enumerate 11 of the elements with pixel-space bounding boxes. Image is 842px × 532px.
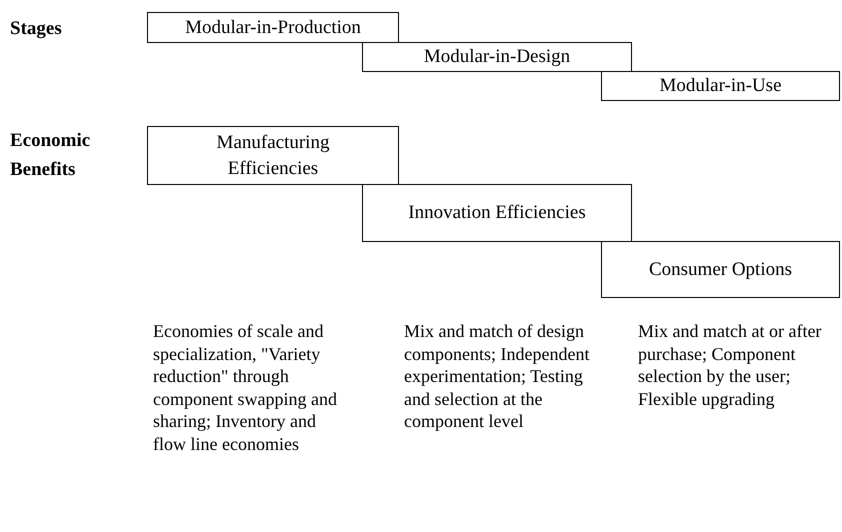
row-heading: Economic Benefits [10,129,92,182]
description-text: Mix and match of design components; Independent experimentation; Testing and selection at the component level [404,320,590,433]
stage-box: Modular-in-Design [362,42,632,72]
stage-box: Modular-in-Use [601,71,840,101]
stage-box: Consumer Options [601,241,840,298]
stage-box: Innovation Efficiencies [362,184,632,242]
description-text: Mix and match at or after purchase; Component selection by the user; Flexible upgrading [638,320,822,410]
row-heading: Stages [10,17,63,41]
stage-box: Modular-in-Production [147,12,399,43]
stage-box: Manufacturing Efficiencies [147,126,399,185]
description-text: Economies of scale and specialization, "Variety reduction" through component swapping and sharing; Inventory and flow line economies [153,320,338,456]
